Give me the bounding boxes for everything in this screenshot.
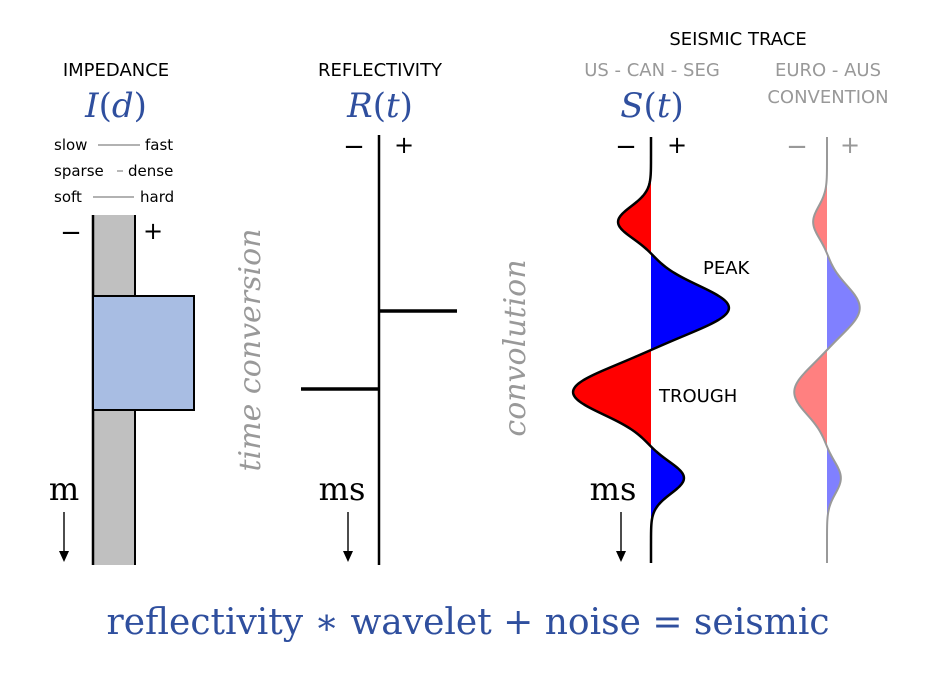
- seismic-us-minus: −: [615, 132, 637, 162]
- impedance-row-sparse: sparse: [54, 162, 104, 180]
- impedance-heading: IMPEDANCE: [63, 60, 169, 81]
- impedance-high-layer: [92, 295, 195, 411]
- impedance-row-fast: fast: [145, 136, 173, 154]
- us-trace-wiggle: [571, 137, 731, 563]
- impedance-row-slow: slow: [54, 136, 87, 154]
- impedance-unit: m: [49, 470, 79, 508]
- reflectivity-symbol: R(t): [346, 86, 413, 126]
- trough-label: TROUGH: [658, 386, 737, 407]
- euro-trace-wiggle: [793, 137, 861, 563]
- seismic-unit: ms: [590, 470, 637, 508]
- convolution-label: convolution: [498, 259, 533, 436]
- seismic-time-arrow-head: [616, 551, 626, 562]
- seismic-symbol: S(t): [620, 86, 684, 126]
- seismic-us-plus: +: [667, 131, 687, 159]
- us-convention-label: US - CAN - SEG: [584, 60, 720, 81]
- impedance-row-dense: dense: [128, 162, 173, 180]
- reflectivity-minus: −: [343, 132, 365, 162]
- impedance-minus: −: [60, 218, 82, 248]
- convolution-equation: reflectivity ∗ wavelet + noise = seismic: [106, 602, 829, 643]
- seismic-panel: SEISMIC TRACE US - CAN - SEG EURO - AUS …: [571, 29, 889, 563]
- euro-seismic-trace: [793, 137, 861, 563]
- impedance-panel: IMPEDANCE I(d) slow fast sparse dense so…: [49, 60, 195, 565]
- seismic-euro-plus: +: [840, 131, 860, 159]
- euro-convention-label-line1: EURO - AUS: [775, 60, 881, 81]
- depth-arrow-head: [59, 551, 69, 562]
- peak-label: PEAK: [703, 258, 751, 279]
- time-arrow-head: [343, 551, 353, 562]
- seismic-heading: SEISMIC TRACE: [669, 29, 806, 50]
- impedance-row-soft: soft: [54, 188, 82, 206]
- time-conversion-label: time conversion: [233, 229, 268, 472]
- reflectivity-heading: REFLECTIVITY: [318, 60, 443, 81]
- impedance-plus: +: [143, 217, 163, 245]
- reflectivity-plus: +: [394, 131, 414, 159]
- euro-convention-label-line2: CONVENTION: [767, 87, 888, 108]
- seismic-euro-minus: −: [786, 132, 808, 162]
- us-seismic-trace: [571, 137, 731, 563]
- impedance-symbol: I(d): [84, 86, 147, 126]
- impedance-row-hard: hard: [140, 188, 174, 206]
- reflectivity-panel: REFLECTIVITY R(t) − + ms: [301, 60, 457, 565]
- reflectivity-unit: ms: [319, 470, 366, 508]
